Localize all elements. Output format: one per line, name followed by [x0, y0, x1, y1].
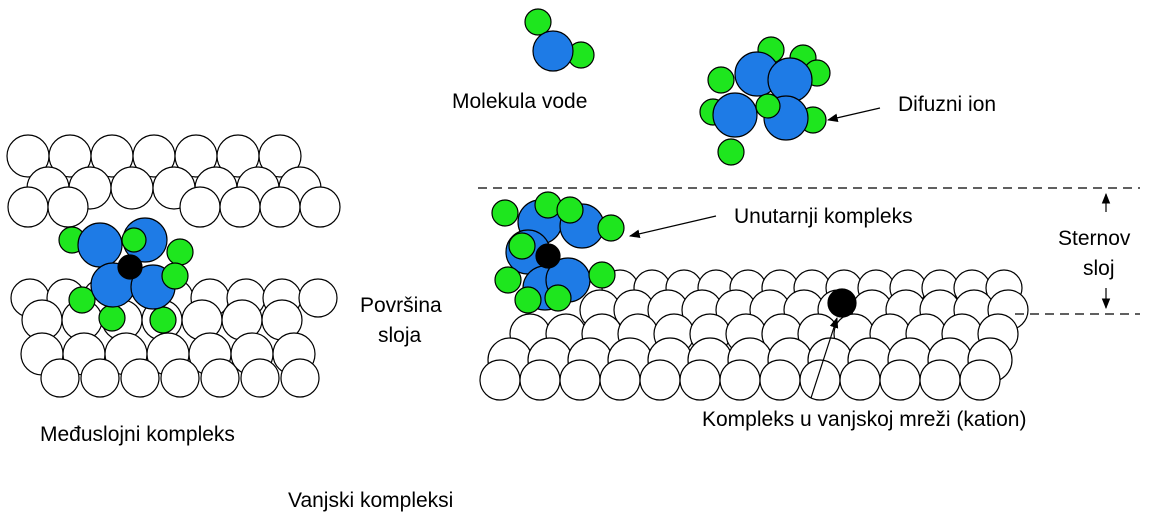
- surface-atom: [120, 358, 160, 398]
- surface-atom: [959, 359, 1001, 401]
- oxygen-atom: [77, 222, 123, 268]
- surface-atom: [479, 359, 521, 401]
- surface-atom: [719, 359, 761, 401]
- surface-atom: [298, 278, 338, 318]
- stern-layer-label-line1: Sternov: [1058, 227, 1131, 250]
- hydrogen-atom: [121, 227, 147, 253]
- outer-complexes-label: Vanjski kompleksi: [288, 489, 454, 512]
- hydrogen-atom: [491, 199, 519, 227]
- inner-complex-pointer: [628, 215, 717, 239]
- outer-complex-pointer: [810, 316, 839, 399]
- hydrogen-atom: [508, 232, 536, 260]
- cation-atom: [117, 254, 143, 280]
- surface-atom: [200, 358, 240, 398]
- hydrogen-atom: [68, 286, 96, 314]
- oxygen-atom: [532, 30, 574, 72]
- hydrogen-atom: [544, 284, 572, 312]
- molecules-layer: [58, 8, 857, 334]
- surface-atom: [258, 134, 302, 178]
- surface-atom: [80, 358, 120, 398]
- hydrogen-atom: [588, 261, 616, 289]
- hydrogen-atom: [161, 262, 189, 290]
- surface-atom: [7, 186, 49, 228]
- diffuse-ion-pointer: [826, 107, 881, 123]
- surface-atom: [160, 358, 200, 398]
- surface-atom: [599, 359, 641, 401]
- oxygen-atom: [712, 92, 758, 138]
- cation-atom: [535, 243, 561, 269]
- outer-network-complex-label: Kompleks u vanjskoj mreži (kation): [702, 408, 1027, 431]
- surface-atom: [919, 359, 961, 401]
- hydrogen-atom: [707, 66, 735, 94]
- surface-atom: [679, 359, 721, 401]
- hydrogen-atom: [494, 266, 522, 294]
- surface-atom: [559, 359, 601, 401]
- hydrogen-atom: [755, 93, 781, 119]
- surface-atom: [879, 359, 921, 401]
- surface-atom: [519, 359, 561, 401]
- hydrogen-atom: [166, 238, 194, 266]
- inner-complex-label: Unutarnji kompleks: [734, 205, 913, 228]
- surface-atom: [299, 186, 341, 228]
- hydrogen-atom: [524, 8, 552, 36]
- surface-atom: [110, 166, 154, 210]
- surface-atom: [259, 186, 301, 228]
- surface-atom: [40, 358, 80, 398]
- surface-atom: [799, 359, 841, 401]
- annotation-lines: [478, 107, 1140, 399]
- hydrogen-atom: [149, 306, 177, 334]
- hydrogen-atom: [597, 214, 625, 242]
- cation-atom: [827, 288, 857, 318]
- hydrogen-atom: [556, 196, 584, 224]
- surface-atom: [47, 186, 89, 228]
- clay-surface-layer: [479, 269, 1029, 401]
- surface-atom: [839, 359, 881, 401]
- diffuse-ion-label: Difuzni ion: [898, 93, 997, 116]
- surface-atom: [280, 358, 320, 398]
- clay-interlayer-stack: [6, 134, 341, 398]
- surface-atom: [759, 359, 801, 401]
- interlayer-complex-label: Međuslojni kompleks: [40, 423, 235, 446]
- stern-layer-label-line2: sloj: [1083, 257, 1115, 280]
- surface-label-line2: sloja: [378, 324, 422, 347]
- hydrogen-atom: [98, 304, 126, 332]
- hydrogen-atom: [717, 138, 745, 166]
- water-molecule-label: Molekula vode: [452, 90, 588, 113]
- surface-atom: [639, 359, 681, 401]
- surface-atom: [219, 186, 261, 228]
- hydrogen-atom: [514, 286, 542, 314]
- surface-atom: [179, 186, 221, 228]
- surface-atom: [240, 358, 280, 398]
- surface-label-line1: Površina: [360, 294, 442, 317]
